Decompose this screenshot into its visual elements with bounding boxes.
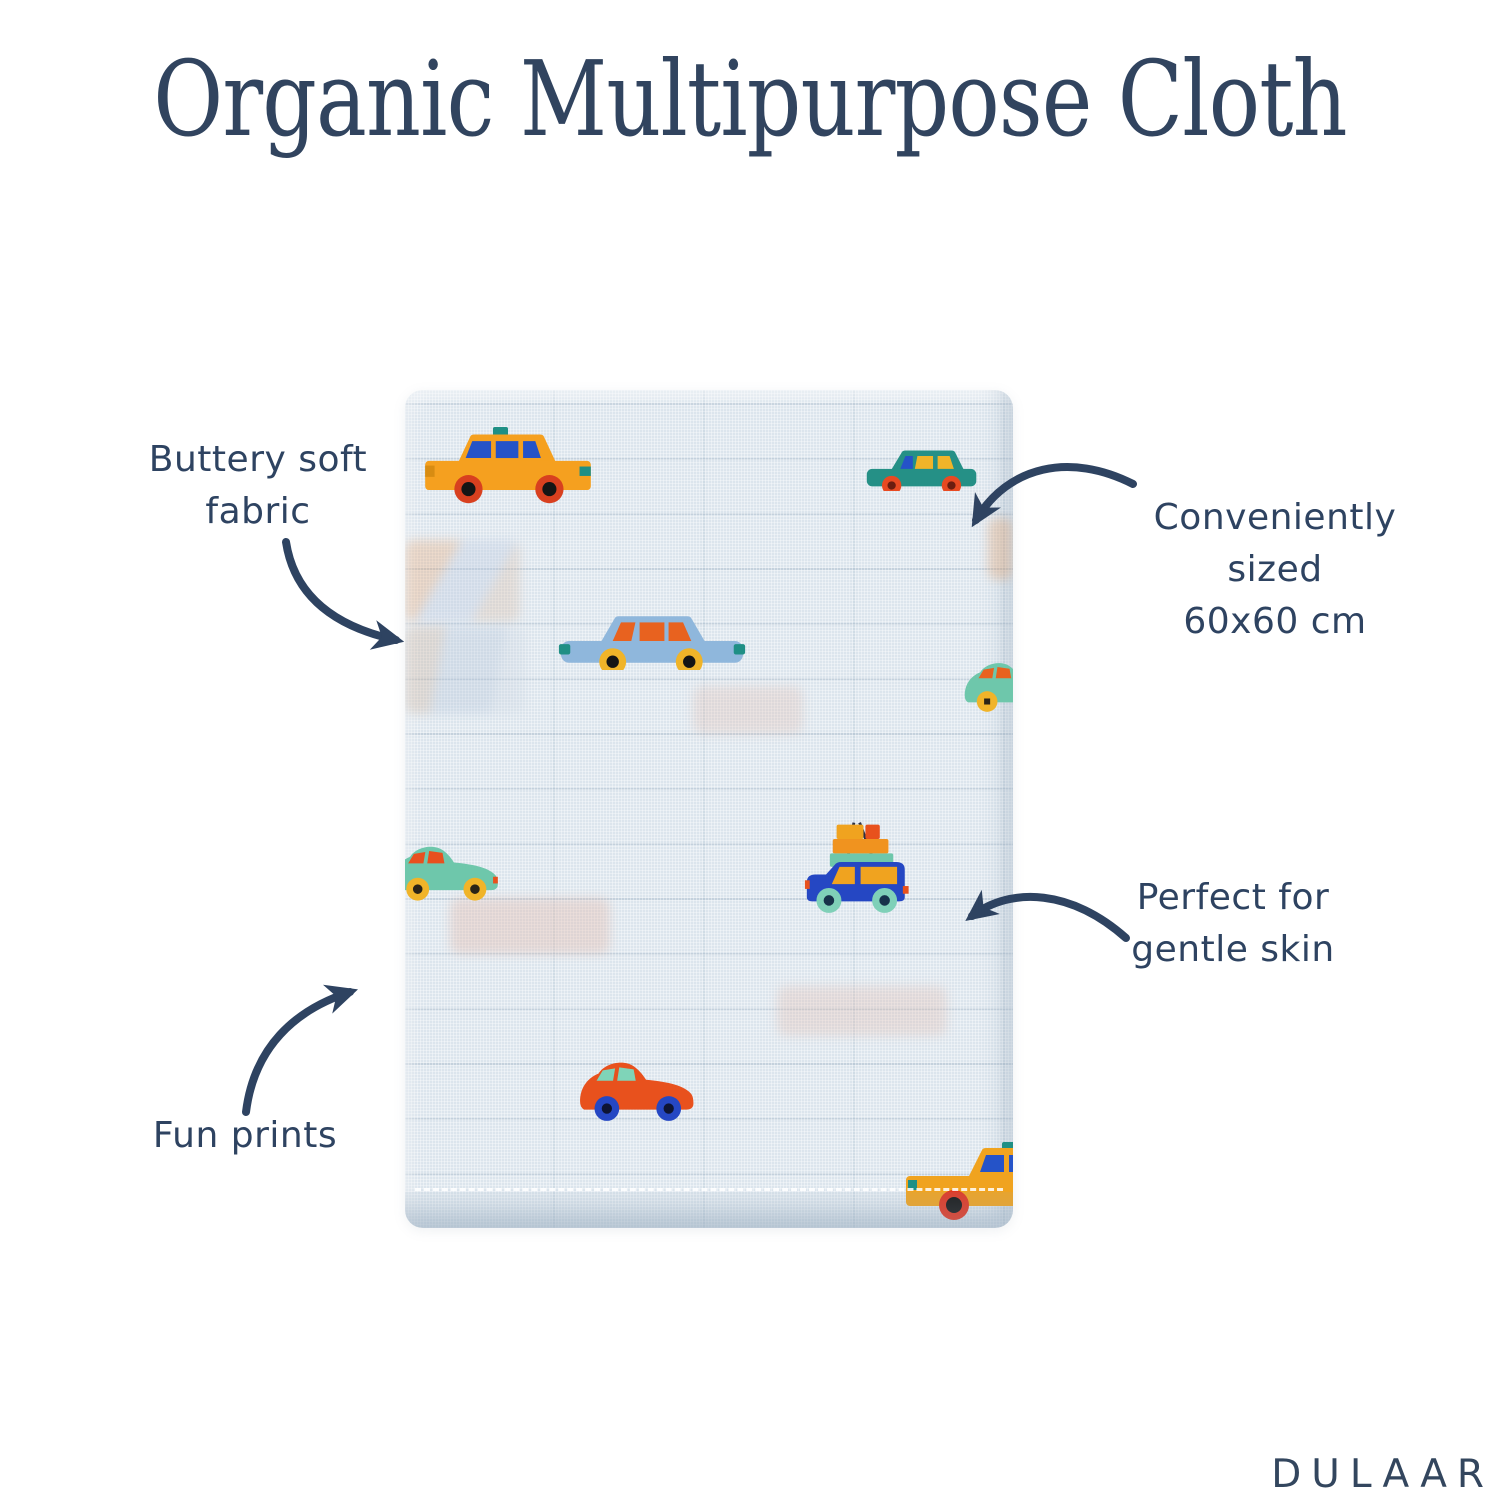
taxi-icon [422,427,594,507]
red-car-icon [578,1058,712,1122]
label-line: fabric [205,491,311,532]
yellow-taxi-icon [905,1142,1013,1222]
mint-car-icon [405,842,515,902]
label-line: Fun prints [152,1115,338,1156]
hem-stitch [415,1188,1003,1191]
showthrough-print [988,518,1013,580]
label-line: gentle skin [1131,929,1335,970]
label-perfect-for-skin: Perfect for gentle skin [1093,872,1373,976]
label-line: Conveniently sized [1153,497,1397,590]
label-line: Buttery soft [148,439,368,480]
showthrough-print [693,686,803,734]
label-buttery-soft: Buttery soft fabric [118,434,398,538]
product-image [405,390,1013,1228]
hem-band [405,1192,1013,1228]
partial-mint-car-icon [963,658,1013,714]
showthrough-print [777,986,947,1036]
label-line: Perfect for [1136,877,1330,918]
showthrough-print [405,626,525,714]
label-fun-prints: Fun prints [125,1110,365,1162]
blue-sedan-icon [557,610,747,670]
teal-sedan-icon [865,445,979,491]
arrow-buttery-soft-icon [282,538,405,650]
showthrough-print [405,540,520,622]
showthrough-print [450,898,610,954]
label-conveniently-sized: Conveniently sized 60x60 cm [1108,492,1442,648]
arrow-fun-prints-icon [242,984,358,1116]
brand-logo: DULAAR [1271,1452,1494,1497]
label-line: 60x60 cm [1183,601,1367,642]
suv-roof-luggage-icon [803,808,923,918]
page-title: Organic Multipurpose Cloth [153,38,1347,160]
